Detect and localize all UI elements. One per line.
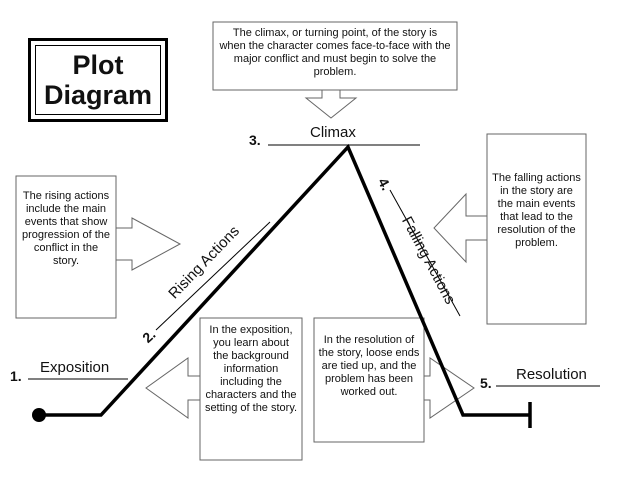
resolution-description: In the resolution of the story, loose en… [318, 334, 420, 398]
resolution-number: 5. [480, 375, 492, 391]
falling-underline [389, 189, 461, 317]
exposition-description-box [199, 317, 303, 461]
falling-description: The falling actions in the story are the… [492, 172, 581, 249]
climax-description: The climax, or turning point, of the sto… [219, 27, 451, 78]
climax-label: Climax [310, 124, 356, 141]
exposition-pointer-arrow [145, 357, 201, 419]
rising-description: The rising actions include the main even… [21, 190, 111, 267]
climax-number: 3. [249, 132, 261, 148]
title-inner-frame: Plot Diagram [35, 45, 161, 115]
resolution-label: Resolution [516, 366, 587, 383]
plot-line [39, 143, 530, 417]
falling-description-box [486, 133, 587, 325]
title-line-2: Diagram [43, 80, 153, 110]
rising-underline [155, 221, 271, 331]
rising-pointer-arrow [115, 217, 182, 271]
exposition-label: Exposition [40, 359, 110, 376]
exposition-description: In the exposition, you learn about the b… [204, 324, 298, 414]
resolution-pointer-arrow [423, 357, 475, 419]
climax-pointer-arrow [304, 89, 358, 119]
title-line-1: Plot [72, 50, 124, 80]
plot-diagram-title-box: Plot Diagram [28, 38, 168, 122]
exposition-number: 1. [10, 368, 22, 384]
falling-pointer-arrow [433, 192, 488, 264]
resolution-description-box [313, 317, 425, 443]
rising-description-box [15, 175, 117, 319]
climax-description-box [212, 21, 458, 91]
